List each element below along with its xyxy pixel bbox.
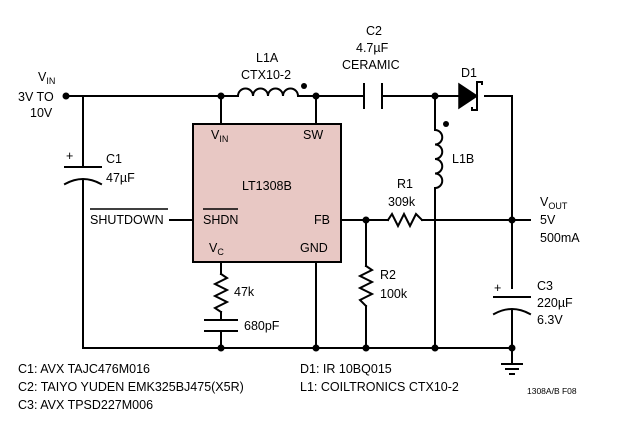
d1-ref: D1 (461, 66, 477, 80)
ic-pin-fb: FB (314, 213, 330, 227)
c1-value: 47µF (106, 171, 135, 185)
junction-vin (62, 92, 70, 100)
junction-vout (508, 216, 516, 224)
bom-left-line: C2: TAIYO YUDEN EMK325BJ475(X5R) (18, 380, 244, 394)
junction-gnd (312, 344, 320, 352)
r2-ref: R2 (380, 268, 396, 282)
vin-label: VIN (38, 70, 55, 86)
ground-symbol (501, 363, 523, 375)
inductor-l1b (433, 128, 444, 190)
resistor-r2 (357, 264, 375, 308)
ic-pin-gnd: GND (300, 241, 328, 255)
c1-plus-sign: + (66, 149, 73, 163)
junction-c3-gnd (508, 344, 516, 352)
l1a-polarity-dot (301, 83, 307, 89)
bom-right-line: D1: IR 10BQ015 (300, 362, 392, 376)
ic-pin-vin: VIN (211, 128, 228, 144)
l1a-value: CTX10-2 (241, 68, 291, 82)
shutdown-label: SHUTDOWN (90, 213, 164, 227)
c3-plus-sign: + (494, 281, 501, 295)
inductor-l1a (236, 87, 300, 98)
r1-value: 309k (388, 195, 416, 209)
c3-value: 220µF (537, 296, 573, 310)
resistor-r1 (386, 211, 424, 229)
vin-range-line1: 3V TO (18, 90, 54, 104)
junction-r2 (362, 216, 370, 224)
r2-value: 100k (380, 287, 408, 301)
ic-lt1308b: VIN SW LT1308B SHDN FB VC GND (192, 123, 342, 263)
capacitor-c3: + (492, 281, 532, 316)
cc-value: 680pF (244, 319, 280, 333)
junction-l1b-gnd (431, 344, 439, 352)
junction-vin-pin (217, 92, 225, 100)
ic-pin-sw: SW (303, 128, 323, 142)
c1-ref: C1 (106, 152, 122, 166)
bom-left-line: C3: AVX TPSD227M006 (18, 398, 153, 412)
vout-voltage: 5V (540, 213, 556, 227)
vin-range-line2: 10V (30, 106, 53, 120)
figure-id: 1308A/B F08 (527, 386, 577, 396)
ic-body (192, 123, 342, 263)
capacitor-680pf (204, 319, 238, 332)
capacitor-c1: + (63, 149, 103, 186)
ic-part-name: LT1308B (242, 179, 292, 193)
junctions (62, 83, 516, 352)
junction-r2-gnd (362, 344, 370, 352)
ic-pin-vc: VC (209, 241, 224, 257)
c2-ref: C2 (366, 24, 382, 38)
junction-sw (312, 92, 320, 100)
c2-value: 4.7µF (356, 41, 389, 55)
diode-d1 (458, 81, 483, 111)
capacitor-c2 (363, 83, 383, 109)
l1b-polarity-dot (443, 121, 449, 127)
vout-label: VOUT (540, 195, 568, 211)
junction-l1b (431, 92, 439, 100)
c3-voltage: 6.3V (537, 313, 563, 327)
vout-current: 500mA (540, 231, 580, 245)
l1b-ref: L1B (452, 152, 474, 166)
rc-value: 47k (234, 285, 255, 299)
bom-left-line: C1: AVX TAJC476M016 (18, 362, 150, 376)
c2-type: CERAMIC (342, 58, 400, 72)
c3-ref: C3 (537, 279, 553, 293)
r1-ref: R1 (397, 177, 413, 191)
resistor-47k (212, 272, 230, 314)
ic-pin-shdn: SHDN (203, 213, 238, 227)
bom-right-line: L1: COILTRONICS CTX10-2 (300, 380, 459, 394)
l1a-ref: L1A (256, 51, 279, 65)
junction-vc-gnd (217, 344, 225, 352)
